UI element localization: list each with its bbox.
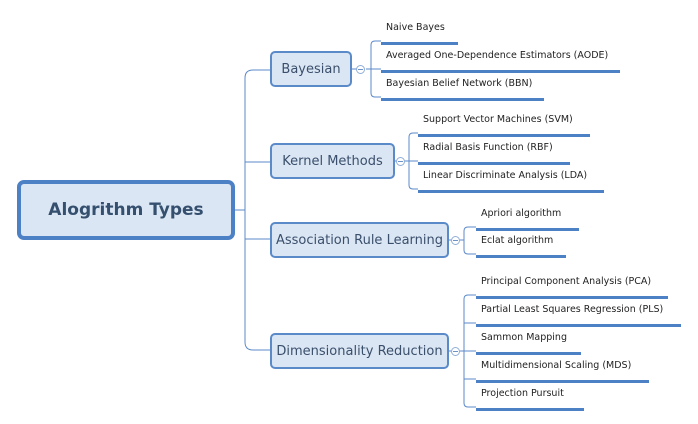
trunk-vertical [244,69,254,351]
leaf-naive-bayes[interactable]: Naive Bayes [381,17,458,45]
leaf-rbf[interactable]: Radial Basis Function (RBF) [418,137,570,165]
leaf-sammon-mapping[interactable]: Sammon Mapping [476,327,581,355]
collapse-bayesian-icon[interactable] [356,65,365,74]
collapse-association-icon[interactable] [451,236,460,245]
branch-kernel-methods[interactable]: Kernel Methods [270,143,395,179]
leaf-lda[interactable]: Linear Discriminate Analysis (LDA) [418,165,604,193]
connector-dimensionality-leaves [448,294,476,408]
leaf-projection-pursuit[interactable]: Projection Pursuit [476,383,584,411]
branch-dimensionality-reduction[interactable]: Dimensionality Reduction [270,333,449,369]
leaf-svm[interactable]: Support Vector Machines (SVM) [418,109,590,137]
leaf-pca[interactable]: Principal Component Analysis (PCA) [476,271,668,299]
connector-bayesian-leaves [351,40,381,98]
collapse-dimensionality-icon[interactable] [451,347,460,356]
root-node[interactable]: Alogrithm Types [17,180,235,240]
connector-association-leaves [448,226,476,255]
collapse-kernel-icon[interactable] [396,157,405,166]
leaf-apriori[interactable]: Apriori algorithm [476,203,579,231]
leaf-eclat[interactable]: Eclat algorithm [476,230,566,258]
branch-bayesian[interactable]: Bayesian [270,51,352,87]
connector-kernel-leaves [394,132,418,190]
leaf-mds[interactable]: Multidimensional Scaling (MDS) [476,355,649,383]
branch-association-rule-learning[interactable]: Association Rule Learning [270,222,449,258]
leaf-pls[interactable]: Partial Least Squares Regression (PLS) [476,299,681,327]
leaf-aode[interactable]: Averaged One-Dependence Estimators (AODE… [381,45,620,73]
leaf-bbn[interactable]: Bayesian Belief Network (BBN) [381,73,544,101]
